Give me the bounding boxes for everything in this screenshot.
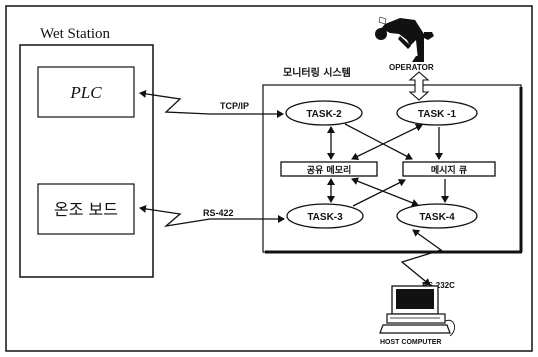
task3-queue-arrow [352,179,406,207]
task4-label: TASK-4 [419,212,455,223]
wet-station-title: Wet Station [40,26,111,42]
host-computer-icon [379,285,456,337]
operator: OPERATOR [375,16,434,101]
wet-station: Wet Station PLC 온조 보드 [19,26,154,278]
message-queue-box [402,161,496,177]
memory-task4-arrow [351,177,419,207]
plc-box [37,66,135,118]
task3-node [286,203,364,229]
plc-label: PLC [69,83,102,102]
temp-board-label: 온조 보드 [54,200,118,219]
rs232c-link-line [400,229,443,286]
monitoring-system-title: 모니터링 시스템 [283,66,351,79]
rs422-link: RS-422 [139,204,285,228]
tcpip-label: TCP/IP [220,101,249,111]
operator-double-arrow [408,71,430,101]
tcpip-link-line [139,89,284,118]
shared-memory-label: 공유 메모리 [307,164,352,176]
rs422-link-line [139,204,285,228]
task3-label: TASK-3 [307,212,343,223]
monitoring-system: 모니터링 시스템 TASK-2 TASK -1 공유 메모리 메시지 큐 TAS… [262,66,523,254]
task4-node [396,203,478,229]
task2-label: TASK-2 [306,109,342,120]
task1-label: TASK -1 [418,109,457,120]
rs422-label: RS-422 [203,208,234,218]
operator-figure-icon [375,16,434,62]
operator-label: OPERATOR [389,63,434,72]
host-computer-label: HOST COMPUTER [380,339,441,346]
message-queue-label: 메시지 큐 [431,164,467,176]
host-computer: HOST COMPUTER [379,285,456,346]
temp-board-box [37,183,135,235]
task2-node [285,100,363,126]
shared-memory-box [280,161,378,177]
task1-node [396,100,478,126]
tcpip-link: TCP/IP [139,89,284,118]
task1-memory-arrow [351,124,423,160]
